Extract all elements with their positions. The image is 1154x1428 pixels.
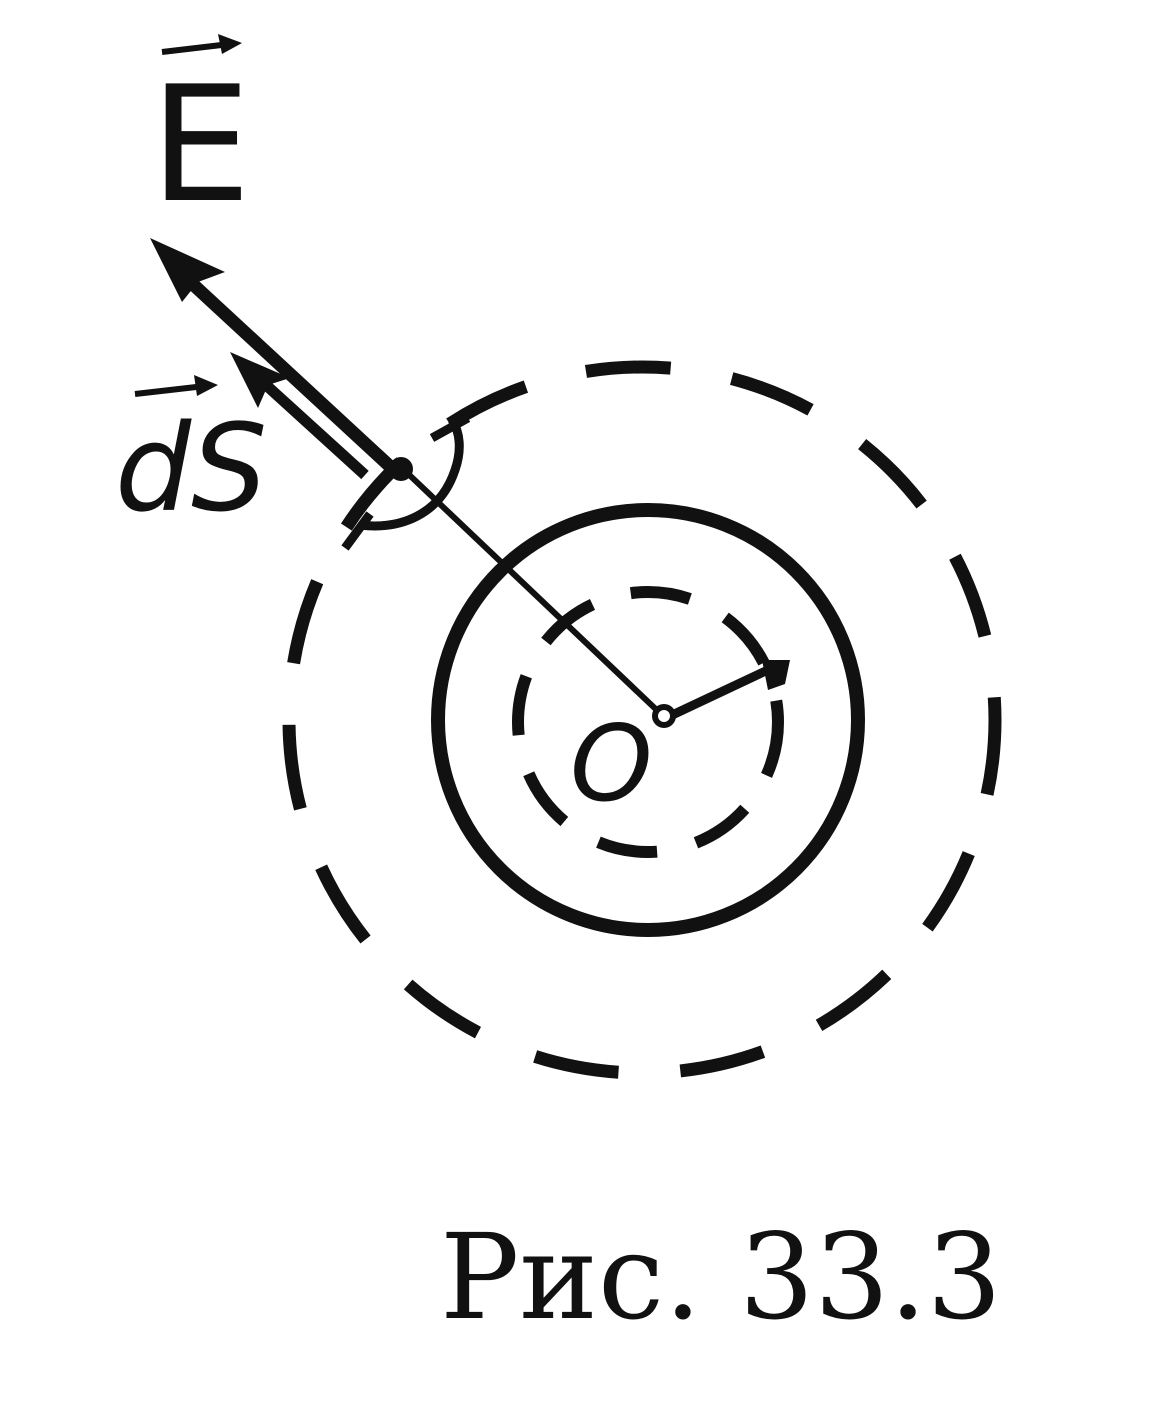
center-point — [652, 704, 676, 728]
e-vector-arrowhead — [150, 238, 225, 302]
surface-point — [389, 457, 413, 481]
e-vector-shaft — [180, 272, 401, 477]
radius-line — [399, 465, 665, 718]
inner-radius-line — [666, 663, 774, 722]
ds-label-arrow-head — [194, 375, 218, 396]
surface-element-tick-top — [429, 414, 471, 442]
outer-dashed-sphere — [282, 360, 1002, 1080]
ds-vector-label: dS — [115, 400, 267, 539]
ds-label-arrow-line — [134, 383, 206, 397]
center-label: O — [570, 703, 653, 825]
ds-vector-arrowhead — [230, 352, 290, 408]
charged-sphere — [431, 503, 865, 937]
e-label-arrow-line — [161, 41, 231, 55]
e-label-arrow-head — [218, 34, 242, 54]
surface-element-tick-bottom — [341, 511, 374, 551]
figure-caption: Рис. 33.3 — [440, 1208, 1002, 1346]
inner-radius-dot — [762, 660, 790, 690]
e-vector-label: E — [150, 51, 251, 238]
ds-vector-shaft — [251, 370, 369, 480]
inner-dashed-sphere — [512, 586, 784, 858]
surface-element — [359, 417, 464, 531]
